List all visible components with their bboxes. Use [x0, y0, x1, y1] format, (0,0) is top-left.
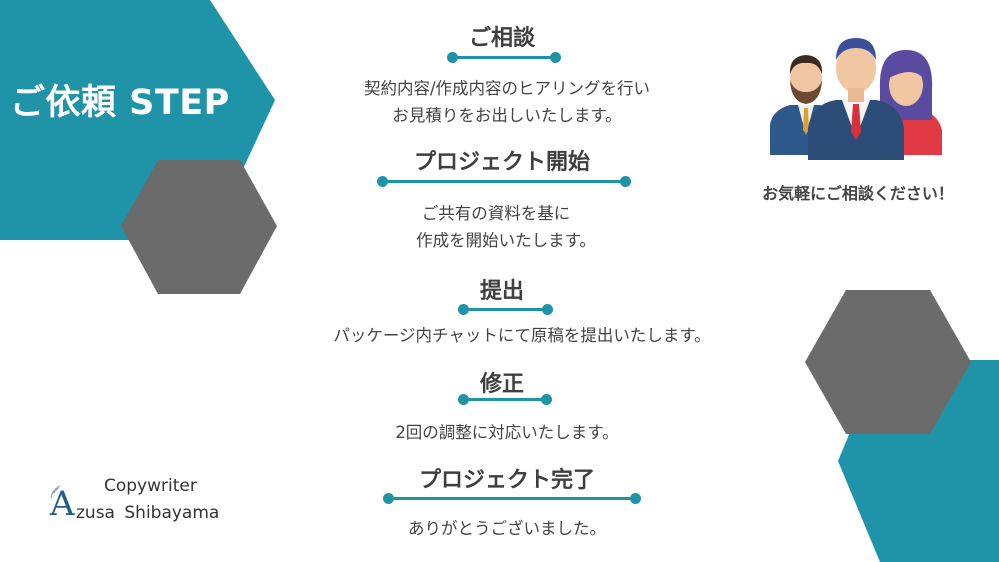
step-3-desc: パッケージ内チャットにて原稿を提出いたします。 [333, 326, 711, 345]
step-1-desc-line-1: 契約内容/作成内容のヒアリングを行い [363, 79, 651, 98]
step-5-desc: ありがとうございました。 [408, 519, 606, 538]
left-hexagon [121, 160, 277, 294]
step-3-heading: 提出 [479, 279, 524, 304]
left-person [770, 55, 838, 155]
right-teal-hexagon [838, 360, 999, 562]
center-person [808, 38, 904, 160]
step-5-heading: プロジェクト完了 [418, 468, 595, 493]
right-gray-hexagon [805, 290, 971, 434]
step-2-heading: プロジェクト開始 [413, 150, 590, 175]
logo-leaf-icon [50, 485, 61, 499]
step-5-line [383, 493, 641, 504]
step-4-line [458, 394, 552, 405]
step-4-heading: 修正 [479, 372, 524, 397]
logo-letter: A [50, 484, 75, 524]
step-2-desc-line-2: 作成を開始いたします。 [416, 231, 596, 250]
logo-subtitle: Copywriter [104, 476, 197, 496]
step-3-line [458, 304, 553, 315]
step-1-desc-line-2: お見積りをお出しいたします。 [392, 106, 622, 125]
people-group-icon [770, 38, 942, 160]
step-4-desc: 2回の調整に対応いたします。 [395, 423, 619, 442]
step-2-desc-line-1: ご共有の資料を基に [421, 204, 571, 223]
step-1-heading: ご相談 [468, 26, 535, 51]
logo-name: zusa Shibayama [76, 503, 220, 523]
page-title: ご依頼 STEP [10, 83, 230, 123]
step-2-line [377, 176, 631, 187]
step-1-line [447, 52, 561, 63]
contact-caption: お気軽にご相談ください！ [762, 184, 954, 203]
